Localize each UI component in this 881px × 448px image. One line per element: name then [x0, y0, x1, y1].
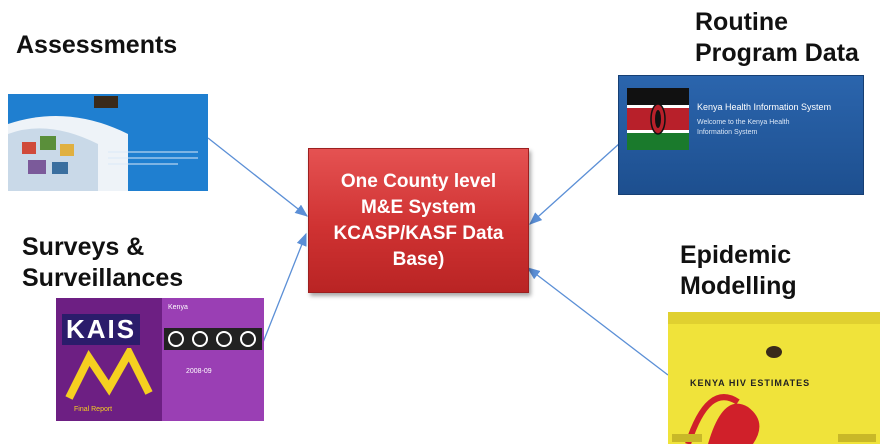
hiv-estimates-thumbnail: KENYA HIV ESTIMATES [668, 312, 880, 444]
arrow-assessments [207, 137, 309, 217]
khis-website-thumbnail: Kenya Health Information System Welcome … [618, 75, 864, 195]
hiv-cover-art [668, 312, 880, 444]
label-surveys: Surveys & Surveillances [22, 232, 183, 294]
label-assessments-text: Assessments [16, 31, 178, 59]
center-me-system-box: One County level M&E System KCASP/KASF D… [308, 148, 529, 293]
label-routine-line2: Program Data [695, 39, 859, 67]
kenya-flag-icon [627, 88, 689, 150]
hiv-title: KENYA HIV ESTIMATES [690, 378, 811, 388]
label-epi-line2: Modelling [680, 272, 797, 300]
arrow-routine [529, 142, 621, 225]
khis-subtitle: Welcome to the Kenya Health Information … [697, 119, 790, 136]
label-epi-line1: Epidemic [680, 241, 792, 269]
center-line2: M&E System [360, 196, 477, 218]
khis-title: Kenya Health Information System [697, 102, 832, 112]
label-routine-line1: Routine [695, 8, 789, 36]
label-assessments: Assessments [16, 30, 177, 61]
center-line3: KCASP/KASF Data [333, 222, 504, 244]
arrow-epidemic [526, 267, 669, 376]
label-epidemic-modelling: Epidemic Modelling [680, 240, 797, 302]
kais-graphic-icon [65, 348, 153, 400]
center-line4: Base) [392, 248, 445, 270]
assessments-cover-art [8, 94, 208, 191]
assessments-report-thumbnail [8, 94, 208, 191]
label-surveys-line2: Surveillances [22, 264, 184, 292]
kais-report-thumbnail: KAIS Final Report Kenya 2008-09 [56, 298, 264, 421]
kais-cover-right [162, 298, 264, 421]
arrow-surveys [261, 232, 307, 346]
kais-final-report: Final Report [74, 406, 113, 413]
label-surveys-line1: Surveys & [22, 233, 145, 261]
center-line1: One County level [340, 170, 497, 192]
kais-years: 2008-09 [186, 368, 212, 375]
kais-kenya-label: Kenya [168, 304, 188, 311]
label-routine-program-data: Routine Program Data [695, 7, 859, 69]
kais-title: KAIS [62, 314, 141, 345]
kais-pattern-icon [164, 328, 262, 350]
